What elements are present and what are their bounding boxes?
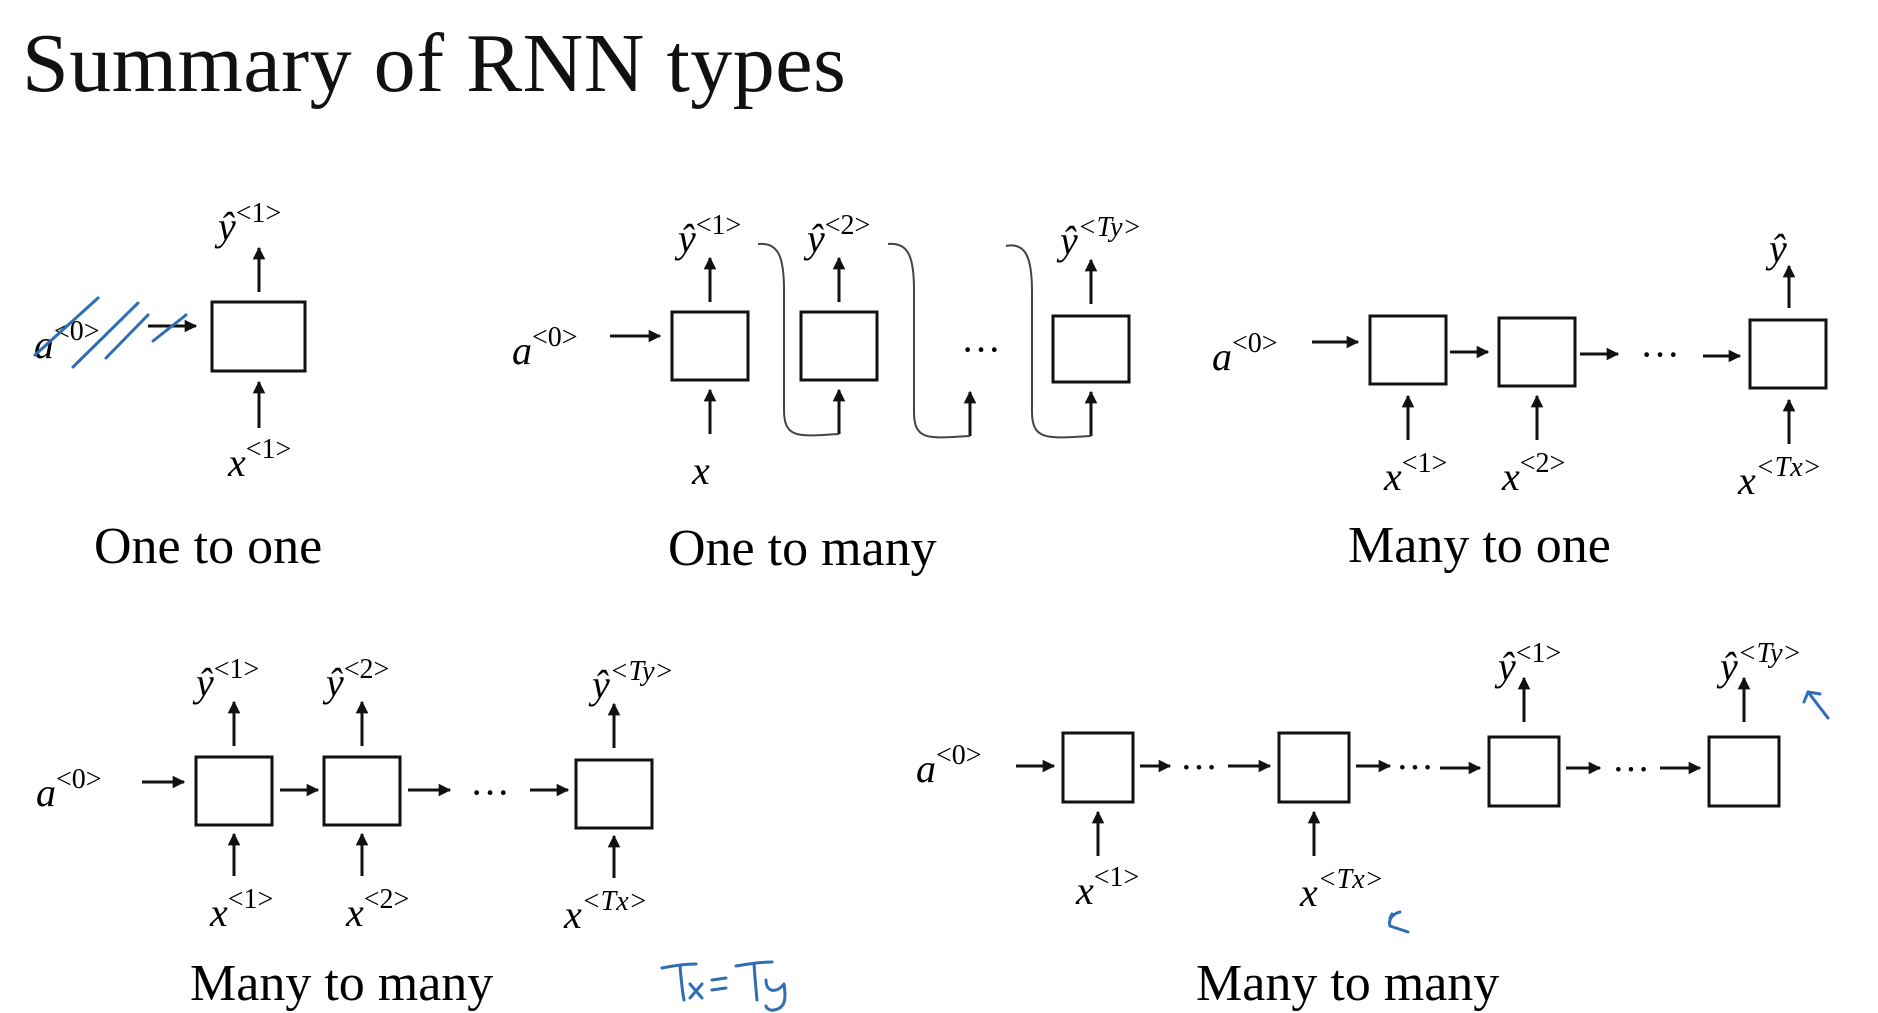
output-label: ŷ xyxy=(1765,226,1787,271)
ellipsis: ··· xyxy=(1640,332,1680,377)
output-label: ŷ<Ty> xyxy=(588,656,673,707)
feedback-curve xyxy=(887,242,971,439)
diagram-many-to-many-encdec: ··· ··· ··· a<0> ŷ<1> ŷ<Ty> x<1> x<Tx> xyxy=(916,638,1830,1012)
a0-label: a<0> xyxy=(36,764,102,815)
ellipsis: ··· xyxy=(1612,749,1650,791)
crossout-annotation xyxy=(33,296,188,369)
rnn-cell xyxy=(322,755,402,827)
rnn-cell xyxy=(194,755,274,827)
diagram-many-to-one: ··· a<0> ŷ x<1> x<2> x<Tx> Many to one xyxy=(1212,226,1828,574)
rnn-cell xyxy=(670,310,750,382)
rnn-cell xyxy=(1368,314,1448,386)
output-label: ŷ<2> xyxy=(322,654,389,705)
rnn-cell xyxy=(574,758,654,830)
input-label: x<2> xyxy=(345,884,409,935)
caption-many-to-many-equal: Many to many xyxy=(190,955,493,1012)
slide-title: Summary of RNN types xyxy=(22,17,847,110)
rnn-cell xyxy=(1061,731,1135,804)
ellipsis: ··· xyxy=(1180,747,1218,789)
rnn-cell xyxy=(1277,731,1351,804)
rnn-cell xyxy=(1487,735,1561,808)
caption-one-to-one: One to one xyxy=(94,518,322,575)
diagram-many-to-many-equal: ··· a<0> ŷ<1> ŷ<2> ŷ<Ty> x<1> x<2> x<Tx>… xyxy=(36,654,787,1012)
output-label: ŷ<1> xyxy=(192,654,259,705)
a0-label: a<0> xyxy=(1212,328,1278,379)
output-label: ŷ<1> xyxy=(1494,638,1561,689)
output-label: ŷ<2> xyxy=(803,210,870,261)
rnn-cell xyxy=(1497,316,1577,388)
output-label: ŷ<1> xyxy=(674,210,741,261)
ellipsis: ··· xyxy=(1396,747,1434,789)
rnn-cell xyxy=(210,300,307,373)
a0-label: a<0> xyxy=(512,322,578,373)
rnn-cell xyxy=(799,310,879,382)
diagram-one-to-one: ŷ<1> x<1> a<0> One to one xyxy=(33,198,322,575)
feedback-curve xyxy=(1005,244,1092,439)
output-label: ŷ<Ty> xyxy=(1716,638,1801,689)
diagram-one-to-many: ··· a<0> ŷ<1> ŷ<2> ŷ<Ty> x One to many xyxy=(512,210,1141,577)
a0-label: a<0> xyxy=(916,740,982,791)
tx-equals-ty-annotation xyxy=(660,960,787,1012)
pointer-annotation-ty xyxy=(1802,690,1830,720)
input-label: x<1> xyxy=(227,434,291,485)
input-label: x<Tx> xyxy=(1299,864,1384,915)
caption-many-to-one: Many to one xyxy=(1348,517,1611,574)
output-label: ŷ<1> xyxy=(214,198,281,249)
caption-many-to-many-encdec: Many to many xyxy=(1196,955,1499,1012)
output-label: ŷ<Ty> xyxy=(1056,212,1141,263)
input-label: x<Tx> xyxy=(563,886,648,937)
input-label: x<2> xyxy=(1501,448,1565,499)
rnn-cell xyxy=(1051,314,1131,384)
rnn-cell xyxy=(1707,735,1781,808)
input-label: x<1> xyxy=(1075,862,1139,913)
pointer-annotation-tx xyxy=(1388,910,1410,934)
input-label: x<1> xyxy=(1383,448,1447,499)
ellipsis: ··· xyxy=(961,327,1001,372)
input-label: x xyxy=(691,448,710,493)
rnn-cell xyxy=(1748,318,1828,390)
a0-label: a<0> xyxy=(34,316,100,367)
input-label: x<Tx> xyxy=(1737,452,1822,503)
input-label: x<1> xyxy=(209,884,273,935)
feedback-curve xyxy=(757,242,840,437)
caption-one-to-many: One to many xyxy=(668,520,937,577)
ellipsis: ··· xyxy=(470,770,510,815)
